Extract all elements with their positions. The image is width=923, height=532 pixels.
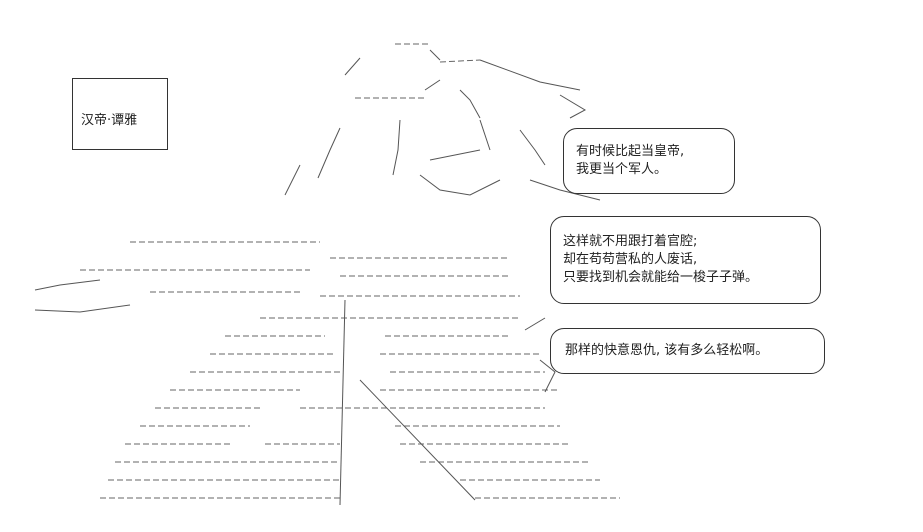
bubble-1-line-1: 有时候比起当皇帝,	[576, 144, 685, 159]
speech-bubble-2: 这样就不用跟打着官腔; 却在苟苟营私的人废话, 只要找到机会就能给一梭子子弹。	[550, 216, 821, 304]
bubble-2-line-1: 这样就不用跟打着官腔;	[563, 234, 698, 249]
caption-label: 汉帝·谭雅	[81, 113, 138, 128]
speech-bubble-1: 有时候比起当皇帝, 我更当个军人。	[563, 128, 735, 194]
bubble-1-line-2: 我更当个军人。	[576, 162, 668, 177]
bubble-3-line-1: 那样的快意恩仇, 该有多么轻松啊。	[565, 343, 769, 358]
caption-box: 汉帝·谭雅	[72, 78, 168, 150]
bubble-2-line-3: 只要找到机会就能给一梭子子弹。	[563, 270, 759, 285]
bubble-2-line-2: 却在苟苟营私的人废话,	[563, 252, 698, 267]
speech-bubble-3: 那样的快意恩仇, 该有多么轻松啊。	[550, 328, 825, 374]
coat-strokes	[34, 241, 620, 506]
hair-strokes	[284, 43, 601, 201]
